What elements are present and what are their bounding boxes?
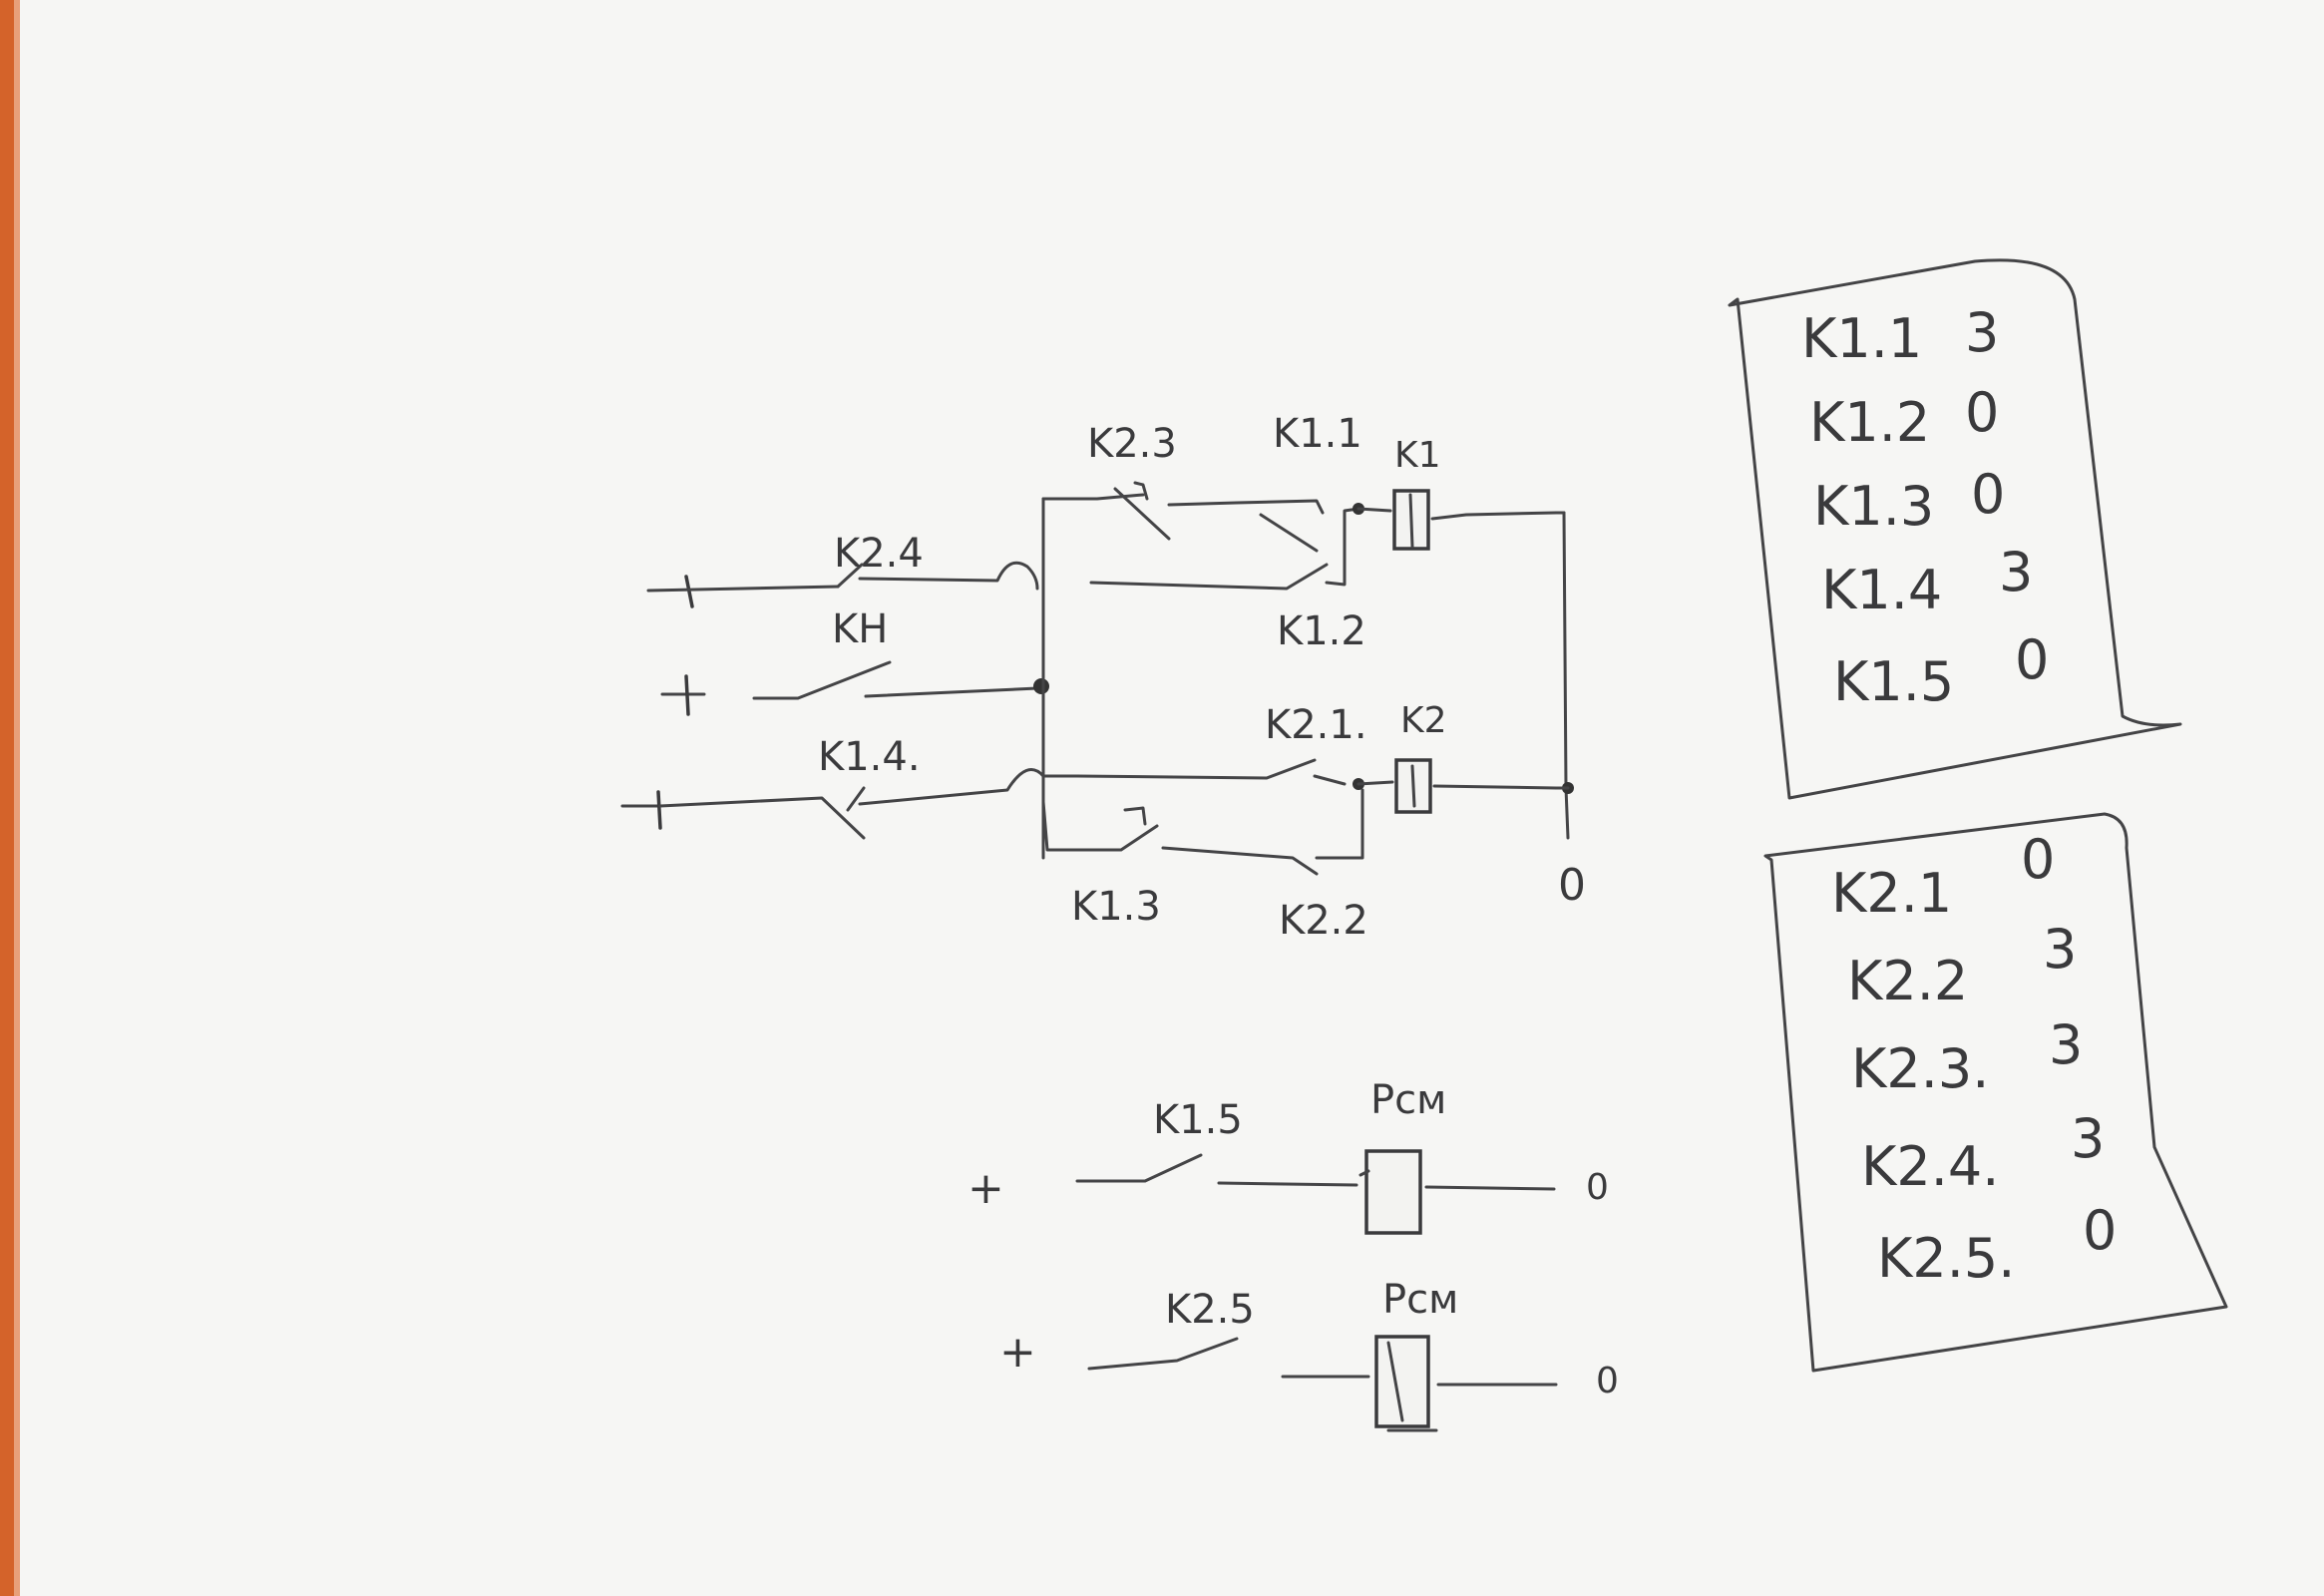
row-kh <box>660 660 1049 716</box>
k2-1-contact <box>1041 758 1317 780</box>
signal-relay-2 <box>1374 1335 1430 1428</box>
junction-node <box>1033 678 1049 694</box>
table-k1-row-4-state: 3 <box>1999 541 2033 603</box>
table-k1-row-1-contact: K1.1 <box>1801 307 1922 370</box>
label-k2-5: K2.5 <box>1165 1287 1255 1333</box>
row-k1-4 <box>620 768 1045 840</box>
label-k1-3: K1.3 <box>1071 884 1161 930</box>
table-k1: K1.1 3 K1.2 0 K1.3 0 K1.4 3 K1.5 0 <box>1728 258 2182 800</box>
table-k1-row-2-state: 0 <box>1965 381 1999 444</box>
table-k1-row-1-state: 3 <box>1965 301 1999 364</box>
k1-1-contact <box>1259 513 1319 553</box>
label-psig-1: Pсм <box>1370 1077 1446 1123</box>
label-psig-2: Pсм <box>1382 1277 1458 1323</box>
table-k2-row-1-contact: K2.1 <box>1831 862 1952 925</box>
k1-5-contact <box>1075 1153 1203 1183</box>
table-k2-row-4-state: 3 <box>2071 1107 2105 1170</box>
table-k2-border <box>1763 812 2228 1373</box>
label-k2-1: K2.1. <box>1265 702 1367 748</box>
label-k1-1: K1.1 <box>1273 411 1362 457</box>
table-k1-row-4-contact: K1.4 <box>1821 559 1942 621</box>
main-relay-circuit: K2.3 K1.1 K1 K2.4 KH K1.2 K2.1. K2 K1.4.… <box>620 411 1586 944</box>
label-k1-4: K1.4. <box>818 734 921 780</box>
table-k2-row-5-state: 0 <box>2083 1199 2117 1262</box>
label-k2-coil: K2 <box>1400 700 1447 741</box>
k1-4-contact <box>658 796 866 840</box>
label-k2-2: K2.2 <box>1279 898 1368 944</box>
kh-contact <box>752 660 892 700</box>
k2-2-contact <box>1161 846 1319 876</box>
signal-relay-1 <box>1364 1149 1422 1235</box>
k2-3-contact <box>1113 487 1171 541</box>
table-k1-row-5-contact: K1.5 <box>1833 650 1954 713</box>
label-k1-5: K1.5 <box>1153 1097 1243 1143</box>
table-k2-row-4-contact: K2.4. <box>1861 1135 1999 1198</box>
terminal-zero-k2-5: 0 <box>1596 1361 1619 1401</box>
terminal-zero-k1-5: 0 <box>1586 1167 1609 1208</box>
table-k2: K2.1 0 K2.2 3 K2.3. 3 K2.4. 3 K2.5. 0 <box>1763 812 2228 1373</box>
label-k1-2: K1.2 <box>1277 608 1366 654</box>
plus-terminal-mark-2 <box>684 674 690 716</box>
table-k2-row-3-state: 3 <box>2049 1013 2083 1076</box>
terminal-plus-k1-5: + <box>968 1163 1004 1214</box>
signal-circuit-k2-5: + K2.5 Pсм 0 <box>999 1277 1619 1432</box>
plus-terminal-mark-3 <box>656 790 662 830</box>
label-k1-coil: K1 <box>1394 435 1441 476</box>
table-k2-row-2-contact: K2.2 <box>1847 950 1968 1012</box>
k2-5-contact <box>1087 1337 1239 1371</box>
table-k1-row-2-contact: K1.2 <box>1809 391 1930 454</box>
table-k1-row-5-state: 0 <box>2015 628 2049 691</box>
table-k1-row-3-contact: K1.3 <box>1813 475 1934 538</box>
label-k2-4: K2.4 <box>834 531 924 577</box>
k1-2-contact <box>1089 563 1329 591</box>
table-k2-row-3-contact: K2.3. <box>1851 1037 1989 1100</box>
table-k2-row-5-contact: K2.5. <box>1877 1227 2015 1290</box>
k2-4-contact <box>836 563 864 589</box>
signal-circuit-k1-5: + K1.5 Pсм 0 <box>968 1077 1609 1235</box>
table-k2-row-2-state: 3 <box>2043 918 2077 981</box>
plus-terminal-mark-1 <box>684 575 694 608</box>
table-k2-row-1-state: 0 <box>2021 828 2055 891</box>
table-k1-row-3-state: 0 <box>1971 463 2005 526</box>
paper-edge <box>0 0 14 1596</box>
terminal-plus-k2-5: + <box>999 1327 1036 1378</box>
row-k2-4 <box>646 561 1039 608</box>
k1-3-contact <box>1041 800 1159 852</box>
label-k2-3: K2.3 <box>1087 421 1177 467</box>
table-k1-border <box>1728 258 2182 800</box>
label-kh: KH <box>832 606 888 652</box>
terminal-zero-main: 0 <box>1558 860 1586 911</box>
